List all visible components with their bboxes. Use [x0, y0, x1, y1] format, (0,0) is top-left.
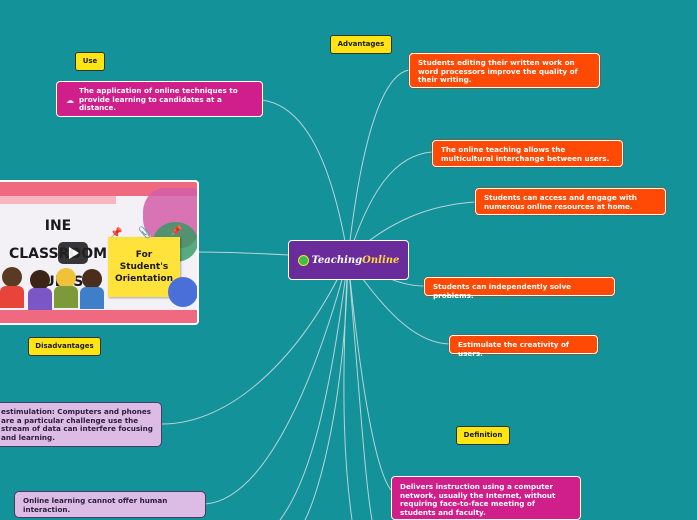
link-def: [347, 257, 392, 491]
kid-body-2: [28, 288, 52, 310]
link-extra-4: [347, 257, 373, 520]
kid-body-1: [0, 286, 24, 308]
kid-illustration-3: [56, 268, 76, 288]
advantage-node-2[interactable]: The online teaching allows the multicult…: [432, 140, 623, 167]
play-button[interactable]: [58, 242, 88, 264]
pushpin-icon-2: 📌: [170, 226, 183, 237]
advantage-node-1[interactable]: Students editing their written work on w…: [409, 53, 600, 88]
advantage-node-5[interactable]: Estimulate the creativity of users.: [449, 335, 598, 357]
disadvantage-node-1[interactable]: estimulation: Computers and phones are a…: [0, 402, 162, 447]
thumbnail-bottom-bar: [0, 310, 197, 323]
thumbnail-blue-shape: [168, 277, 197, 307]
central-title-part2: Online: [362, 254, 400, 266]
globe-icon: [297, 254, 309, 266]
link-adv-2: [347, 151, 433, 259]
disadvantage-text-2: Online learning cannot offer human inter…: [23, 496, 168, 514]
link-use: [261, 99, 349, 259]
kid-illustration-2: [30, 270, 50, 290]
advantage-text-1: Students editing their written work on w…: [418, 58, 578, 85]
advantage-text-4: Students can independently solve problem…: [433, 282, 572, 300]
advantage-node-3[interactable]: Students can access and engage with nume…: [475, 188, 666, 215]
link-dis-1: [161, 257, 349, 425]
definition-label[interactable]: Definition: [456, 426, 510, 445]
definition-node[interactable]: Delivers instruction using a computer ne…: [391, 476, 581, 520]
pushpin-icon: 📌: [110, 228, 123, 239]
link-dis-2: [204, 257, 349, 505]
advantage-text-3: Students can access and engage with nume…: [484, 193, 637, 211]
advantage-text-5: Estimulate the creativity of users.: [458, 340, 570, 358]
kid-illustration-4: [82, 269, 102, 289]
kid-body-4: [80, 287, 104, 309]
advantage-text-2: The online teaching allows the multicult…: [441, 145, 610, 163]
central-topic-title: TeachingOnline: [312, 255, 400, 266]
video-thumbnail[interactable]: INE CLASSROOM RULES For Student's Orient…: [0, 180, 199, 325]
use-label[interactable]: Use: [75, 52, 105, 71]
advantages-label[interactable]: Advantages: [330, 35, 392, 54]
advantage-node-4[interactable]: Students can independently solve problem…: [424, 277, 615, 299]
use-node[interactable]: ☁ The application of online techniques t…: [56, 81, 263, 117]
definition-text: Delivers instruction using a computer ne…: [400, 482, 556, 517]
cloud-icon: ☁: [66, 96, 74, 105]
use-text: The application of online techniques to …: [79, 86, 238, 113]
disadvantage-node-2[interactable]: Online learning cannot offer human inter…: [14, 491, 206, 518]
link-adv-1: [347, 69, 410, 259]
kid-illustration-1: [2, 267, 22, 287]
play-icon: [69, 247, 79, 259]
link-extra-3: [304, 257, 349, 520]
paperclip-icon: 📎: [138, 226, 152, 239]
central-topic[interactable]: TeachingOnline: [288, 240, 409, 280]
disadvantage-text-1: estimulation: Computers and phones are a…: [1, 407, 153, 442]
sticky-note-text: For Student's Orientation: [114, 250, 174, 284]
link-extra-2: [279, 257, 349, 520]
thumbnail-top-bar: [0, 182, 197, 196]
central-title-part1: Teaching: [311, 254, 363, 266]
thumbnail-pink-bar: [0, 196, 116, 204]
kid-body-3: [54, 286, 78, 308]
disadvantages-label[interactable]: Disadvantages: [28, 337, 101, 356]
